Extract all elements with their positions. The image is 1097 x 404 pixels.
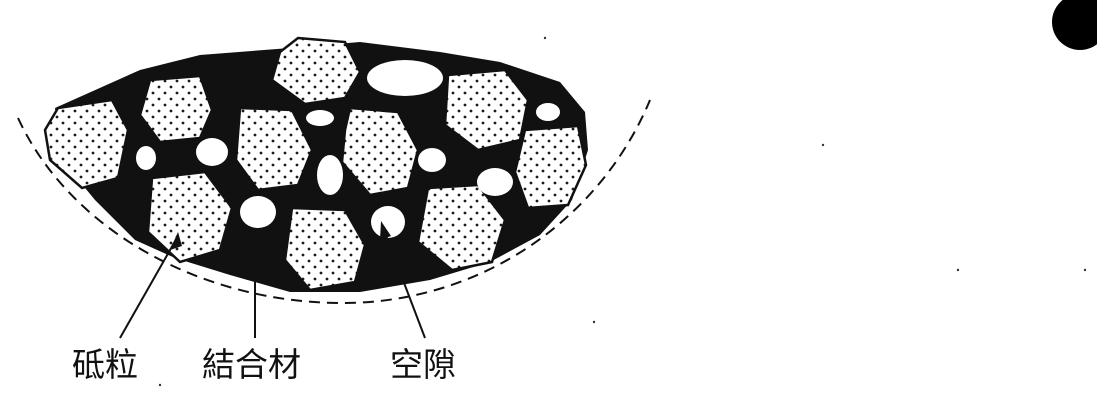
grain-leader-line: [119, 235, 179, 339]
pore: [536, 103, 560, 121]
pore: [371, 206, 405, 238]
pore: [196, 138, 228, 166]
grain-arrowhead: [170, 232, 182, 250]
pore-leader-line: [381, 224, 426, 339]
abrasive-grain: [443, 68, 530, 152]
pore: [240, 196, 276, 228]
abrasive-grain: [270, 36, 362, 106]
wheel-outline-arc: [17, 99, 651, 305]
binder-arrowhead: [249, 258, 261, 276]
abrasive-grain: [146, 170, 234, 264]
pore: [418, 148, 446, 172]
abrasive-grain: [513, 124, 588, 210]
pore: [477, 168, 513, 196]
black-corner-dot: [1052, 0, 1097, 50]
abrasive-grain: [234, 106, 314, 192]
pore-arrowhead: [380, 221, 391, 240]
abrasive-grain: [283, 206, 367, 292]
pore: [136, 146, 156, 170]
binder-label: 結合材: [202, 345, 301, 384]
pore-label: 空隙: [390, 345, 456, 384]
abrasive-grains: [43, 36, 588, 292]
pore: [317, 155, 343, 195]
pore: [367, 60, 443, 96]
paper-specks: [158, 36, 1087, 387]
abrasive-grain: [138, 74, 214, 144]
abrasive-grain: [340, 106, 420, 197]
leader-arrowheads: [170, 221, 391, 276]
grain-label: 砥粒: [72, 345, 138, 384]
abrasive-grain: [43, 98, 130, 190]
pores: [136, 60, 560, 238]
pore: [306, 110, 334, 126]
